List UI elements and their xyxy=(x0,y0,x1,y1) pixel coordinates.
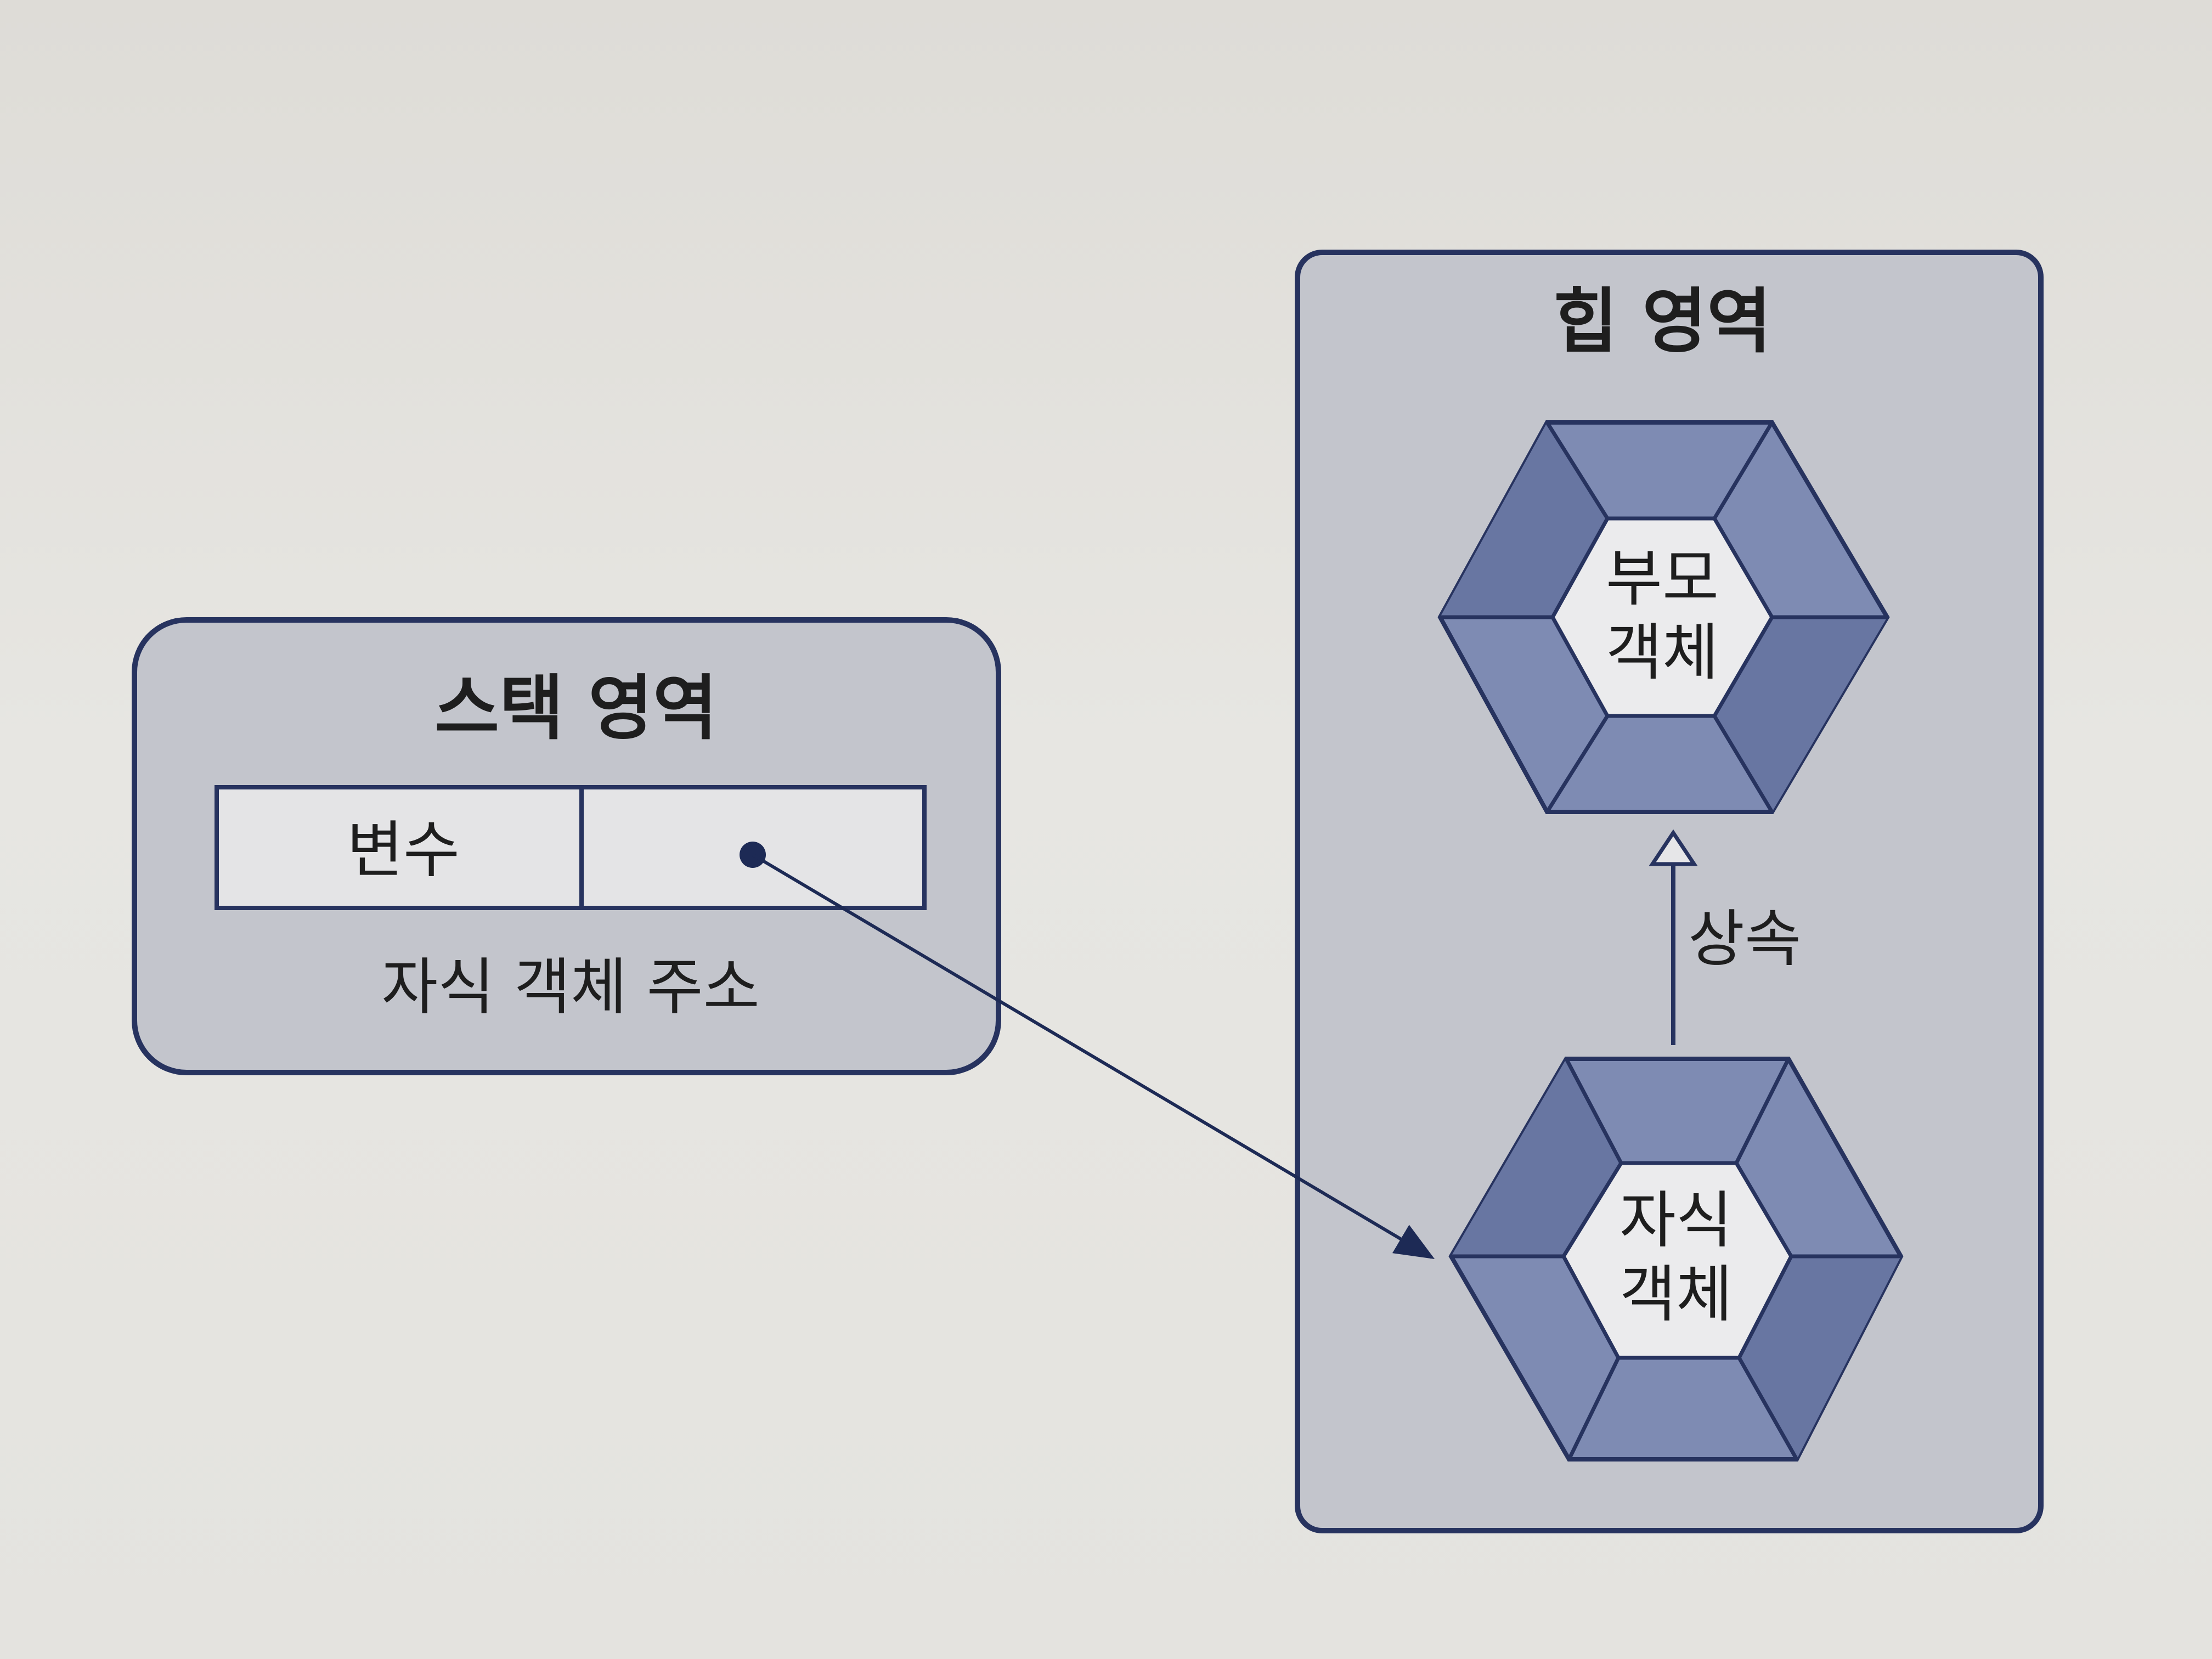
variable-slot: 변수 xyxy=(215,785,927,910)
child-object-label-line2: 객체 xyxy=(1620,1259,1733,1330)
stack-area-panel: 스택 영역 변수 자식 객체 주소 xyxy=(132,617,1001,1075)
heap-area-panel: 힙 영역 부모 객체 상속 xyxy=(1295,250,2044,1533)
parent-object-label-line2: 객체 xyxy=(1606,617,1719,689)
parent-object-hexagon: 부모 객체 xyxy=(1437,420,1890,814)
inheritance-label: 상속 xyxy=(1688,904,1801,975)
inheritance-arrow: 상속 xyxy=(1649,829,1801,1045)
variable-label: 변수 xyxy=(347,815,460,886)
child-object-hexagon: 자식 객체 xyxy=(1448,1057,1904,1462)
parent-hex-dark-left xyxy=(1440,422,1607,617)
parent-hex-dark-right xyxy=(1714,617,1887,812)
inheritance-arrow-head xyxy=(1649,829,1698,866)
heap-area-title: 힙 영역 xyxy=(1553,281,1771,363)
parent-object-label-line1: 부모 xyxy=(1606,543,1719,614)
stack-area-title: 스택 영역 xyxy=(435,668,718,749)
child-object-label-line1: 자식 xyxy=(1620,1185,1733,1256)
child-hex-dark-right xyxy=(1739,1256,1901,1459)
child-hex-dark-left xyxy=(1451,1059,1621,1256)
variable-name-cell xyxy=(215,785,584,910)
stack-caption: 자식 객체 주소 xyxy=(381,952,759,1023)
reference-arrow xyxy=(752,853,1435,1260)
